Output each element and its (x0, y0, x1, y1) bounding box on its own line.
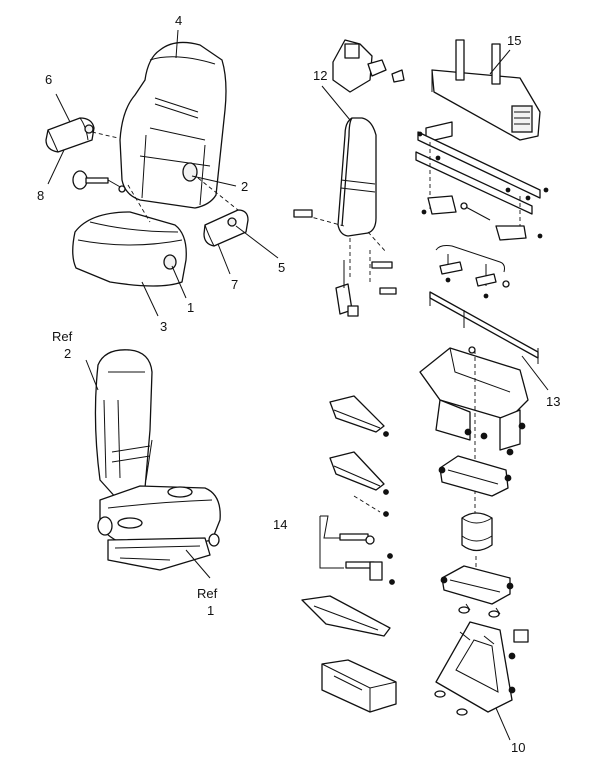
armrest-left-part (45, 117, 95, 153)
seat-back-frame-part (293, 39, 405, 317)
ref-back-number: 2 (64, 346, 71, 361)
callout-12: 12 (313, 68, 327, 83)
suspension-top-part (419, 346, 529, 520)
callout-2: 2 (241, 179, 248, 194)
ref-cushion-number: 1 (207, 603, 214, 618)
lower-scissor-part (440, 565, 514, 615)
callout-6: 6 (45, 72, 52, 87)
callout-10: 10 (511, 740, 525, 755)
ref-back-label: Ref (52, 329, 73, 344)
callout-5: 5 (278, 260, 285, 275)
callout-15: 15 (507, 33, 521, 48)
armrest-right-part (203, 209, 249, 247)
rod-bracket-part (429, 291, 539, 364)
callout-8: 8 (37, 188, 44, 203)
seat-slide-rail-part (415, 121, 549, 241)
seat-assembly-ref (94, 349, 221, 571)
lumbar-knob-part (72, 170, 126, 193)
callout-14: 14 (273, 517, 287, 532)
bracket-plate-part (301, 595, 391, 637)
callout-1: 1 (187, 300, 194, 315)
linkage-cable-part (435, 245, 510, 299)
callout-7: 7 (231, 277, 238, 292)
seat-pan-part (431, 39, 541, 141)
shock-absorber-part (461, 512, 493, 580)
leader-lines (47, 29, 549, 741)
seat-back-part (119, 41, 227, 209)
link-arm-hardware-part (329, 395, 395, 585)
callout-13: 13 (546, 394, 560, 409)
base-riser-part (434, 606, 529, 716)
scissor-link-part (438, 455, 512, 497)
callout-4: 4 (175, 13, 182, 28)
control-box-part (321, 659, 397, 713)
callout-3: 3 (160, 319, 167, 334)
seat-cushion-part (72, 211, 187, 287)
ref-cushion-label: Ref (197, 586, 218, 601)
